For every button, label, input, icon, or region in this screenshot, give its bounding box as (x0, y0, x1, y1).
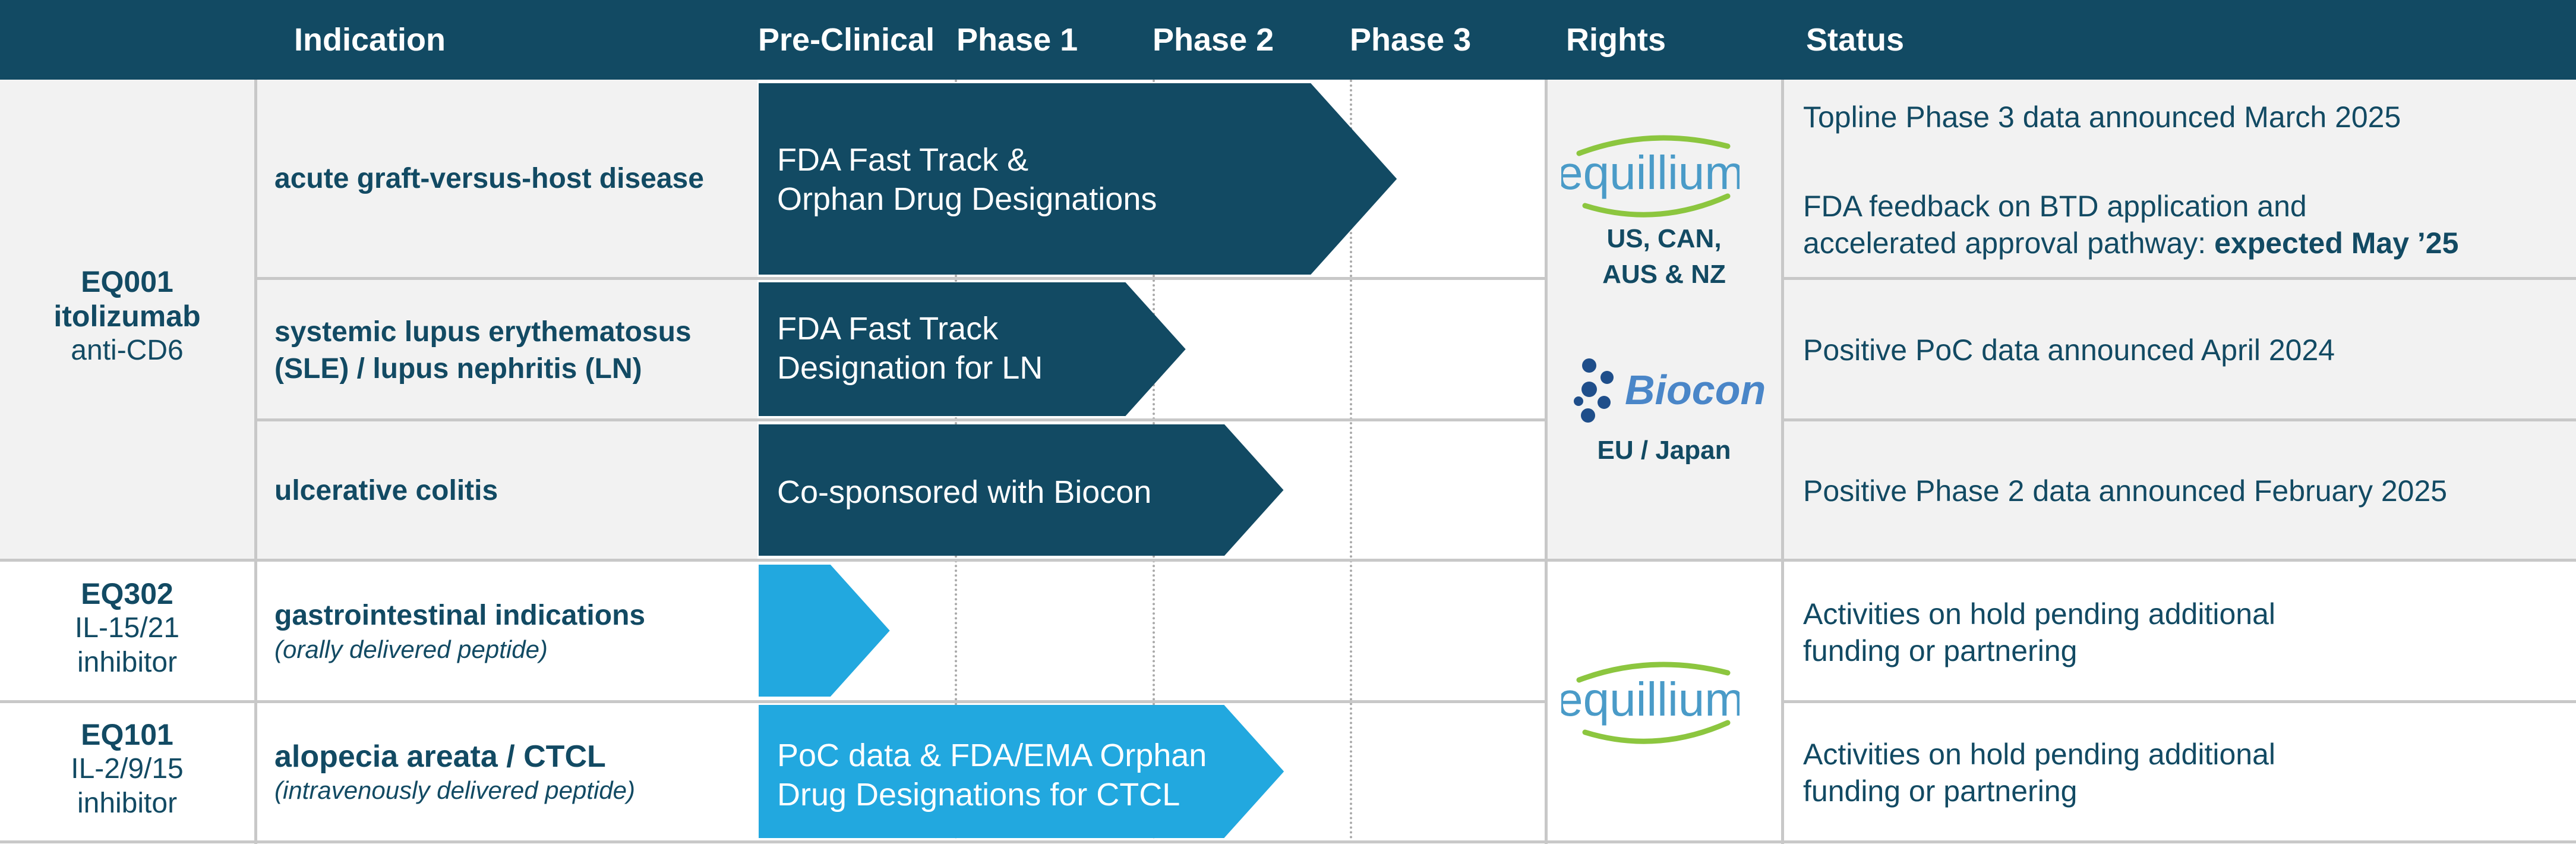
bar-agvhd (759, 83, 1397, 275)
equillium-swoosh-icon (1576, 662, 1731, 683)
bar-sle-ln-text: FDA Fast Track Designation for LN (777, 309, 1043, 388)
header-rights: Rights (1566, 22, 1666, 58)
bar-text-line2: Designation for LN (777, 350, 1043, 386)
equillium-swoosh-icon (1576, 135, 1731, 156)
divider-phases-rights (1545, 80, 1548, 844)
status-line2-plain: accelerated approval pathway: (1803, 226, 2215, 260)
indication-subtitle: (intravenously delivered peptide) (274, 776, 636, 804)
status-line1: Activities on hold pending additional (1803, 597, 2275, 631)
program-target-line1: IL-15/21 (74, 612, 180, 644)
rights-biocon-regions: EU / Japan (1546, 433, 1782, 468)
bar-text-line1: PoC data & FDA/EMA Orphan (777, 738, 1207, 773)
status-line2: funding or partnering (1803, 634, 2078, 667)
indication-title: ulcerative colitis (274, 475, 498, 506)
program-target: anti-CD6 (71, 335, 184, 366)
biocon-logo-text: Biocon (1625, 367, 1766, 413)
status-line2-bold: expected May ’25 (2214, 226, 2459, 260)
header-phase3: Phase 3 (1350, 22, 1472, 58)
bar-uc (759, 424, 1284, 556)
equillium-swoosh-lower-icon (1582, 193, 1731, 218)
divider-rights-status (1781, 80, 1784, 844)
row-divider-2 (254, 418, 1546, 421)
program-name: itolizumab (53, 300, 201, 333)
program-eq101: EQ101 IL-2/9/15 inhibitor (0, 717, 254, 821)
bar-text-line1: Co-sponsored with Biocon (777, 474, 1152, 510)
program-target-line1: IL-2/9/15 (71, 753, 184, 785)
bar-sle-ln (759, 282, 1186, 416)
header-indication: Indication (294, 22, 446, 58)
status-line1: Activities on hold pending additional (1803, 738, 2275, 771)
equillium-logo-text: equillium (1561, 673, 1740, 726)
group-divider-eq302-eq101-status (1781, 700, 2576, 703)
bar-text-line2: Orphan Drug Designations (777, 181, 1157, 217)
table-bottom-border (0, 840, 2576, 843)
status-line1: Positive Phase 2 data announced February… (1803, 474, 2448, 508)
rights-region-line2: AUS & NZ (1602, 260, 1726, 289)
status-line1: Topline Phase 3 data announced March 202… (1803, 100, 2401, 134)
group-divider-eq001-eq302 (0, 559, 2576, 562)
bar-text-line1: FDA Fast Track (777, 311, 999, 347)
status-fda-feedback: FDA feedback on BTD application and acce… (1803, 188, 2458, 262)
equillium-logo-text: equillium (1561, 146, 1740, 199)
biocon-logo: Biocon (1574, 358, 1766, 423)
header-phase2: Phase 2 (1153, 22, 1274, 58)
program-eq001: EQ001 itolizumab anti-CD6 (0, 264, 254, 368)
indication-alopecia: alopecia areata / CTCL (intravenously de… (274, 738, 635, 806)
equillium-swoosh-lower-icon (1582, 720, 1731, 744)
bar-alopecia-text: PoC data & FDA/EMA Orphan Drug Designati… (777, 736, 1207, 814)
status-line1: FDA feedback on BTD application and (1803, 190, 2307, 223)
equillium-logo-2: equillium (1561, 662, 1740, 744)
indication-uc: ulcerative colitis (274, 473, 498, 509)
status-poc-data: Positive PoC data announced April 2024 (1803, 332, 2335, 369)
rights-eq001-background (1546, 80, 1782, 560)
rights-region-line: EU / Japan (1597, 436, 1731, 465)
indication-gi: gastrointestinal indications (orally del… (274, 597, 645, 665)
biocon-molecule-icon (1574, 358, 1614, 423)
status-phase2-data: Positive Phase 2 data announced February… (1803, 473, 2447, 509)
rights-region-line1: US, CAN, (1606, 224, 1722, 253)
status-topline-phase3: Topline Phase 3 data announced March 202… (1803, 99, 2401, 136)
program-eq302: EQ302 IL-15/21 inhibitor (0, 577, 254, 680)
indication-title-line2: (SLE) / lupus nephritis (LN) (274, 353, 642, 385)
indication-title-line1: systemic lupus erythematosus (274, 316, 692, 348)
indication-title: alopecia areata / CTCL (274, 739, 606, 774)
status-eq101: Activities on hold pending additional fu… (1803, 736, 2275, 810)
indication-agvhd: acute graft-versus-host disease (274, 160, 704, 197)
program-target-line2: inhibitor (77, 788, 178, 819)
divider-program-indication (254, 80, 257, 844)
status-line1: Positive PoC data announced April 2024 (1803, 333, 2335, 367)
phase3-divider (1350, 80, 1352, 844)
status-line2: accelerated approval pathway: expected M… (1803, 225, 2458, 262)
bar-text-line2: Drug Designations for CTCL (777, 777, 1180, 812)
row-divider-1-status (1781, 277, 2576, 280)
row-divider-1 (254, 277, 1546, 280)
program-code: EQ101 (81, 718, 173, 751)
bar-gi (759, 565, 890, 697)
bar-alopecia (759, 705, 1284, 838)
table-header: Indication Pre-Clinical Phase 1 Phase 2 … (0, 0, 2576, 80)
header-phase1: Phase 1 (956, 22, 1078, 58)
rights-equillium-regions: US, CAN, AUS & NZ (1546, 221, 1782, 292)
bar-agvhd-text: FDA Fast Track & Orphan Drug Designation… (777, 140, 1157, 219)
bar-uc-text: Co-sponsored with Biocon (777, 473, 1151, 512)
equillium-logo: equillium (1561, 135, 1740, 218)
bar-text-line1: FDA Fast Track & (777, 142, 1029, 178)
header-preclinical: Pre-Clinical (758, 22, 935, 58)
header-status: Status (1806, 22, 1905, 58)
status-line2: funding or partnering (1803, 774, 2078, 808)
indication-subtitle: (orally delivered peptide) (274, 635, 548, 663)
indication-sle-ln: systemic lupus erythematosus (SLE) / lup… (274, 314, 692, 388)
status-eq302: Activities on hold pending additional fu… (1803, 596, 2275, 669)
program-code: EQ001 (81, 265, 173, 298)
indication-title: gastrointestinal indications (274, 600, 646, 631)
program-code: EQ302 (81, 577, 173, 610)
indication-title: acute graft-versus-host disease (274, 163, 704, 194)
row-divider-2-status (1781, 418, 2576, 421)
program-target-line2: inhibitor (77, 647, 178, 678)
group-divider-eq302-eq101 (0, 700, 1546, 703)
